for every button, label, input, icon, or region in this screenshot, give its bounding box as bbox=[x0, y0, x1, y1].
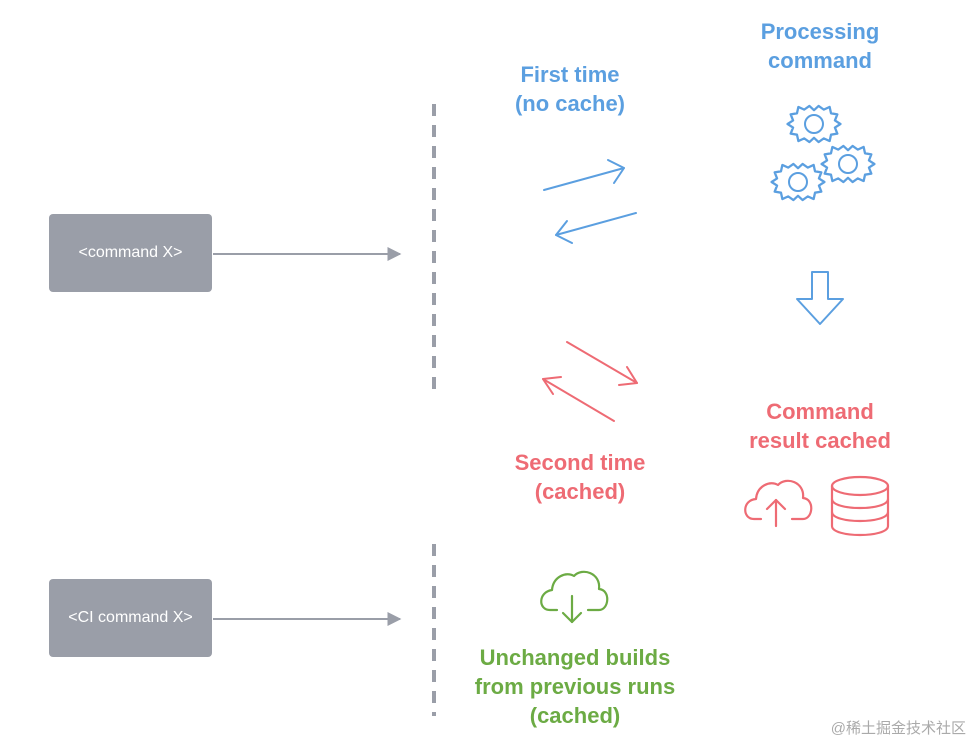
processing-label: Processing command bbox=[760, 19, 880, 73]
second-time-arrows bbox=[542, 341, 638, 422]
first-time-label: First time (no cache) bbox=[514, 62, 626, 116]
cloud-upload-icon bbox=[744, 479, 813, 528]
down-arrow-icon bbox=[796, 271, 844, 325]
first-time-arrows bbox=[543, 159, 637, 244]
ci-command-node: <CI command X> bbox=[49, 579, 212, 657]
cached-result-label: Command result cached bbox=[749, 399, 891, 453]
cloud-download-icon bbox=[540, 570, 609, 624]
unchanged-builds-label: Unchanged builds from previous runs (cac… bbox=[474, 645, 676, 728]
command-node: <command X> bbox=[49, 214, 212, 292]
second-time-label: Second time (cached) bbox=[514, 450, 646, 504]
database-icon bbox=[830, 475, 890, 536]
gears-icon bbox=[770, 104, 876, 202]
watermark: @稀土掘金技术社区 bbox=[830, 720, 966, 737]
